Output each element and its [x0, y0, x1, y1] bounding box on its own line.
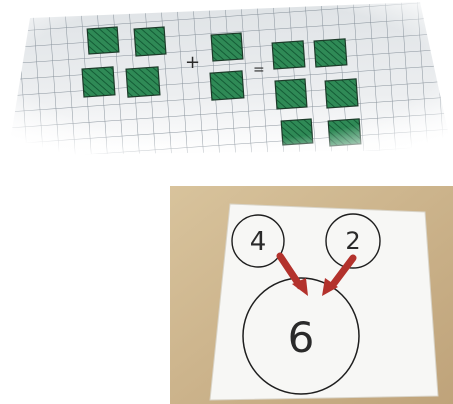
- whole-number: 6: [288, 313, 315, 362]
- bond-card: [210, 204, 438, 400]
- grid-paper-photo: + =: [0, 0, 453, 155]
- number-bond-photo: 4 2 6: [170, 186, 453, 404]
- part-left-number: 4: [250, 227, 267, 257]
- part-right-number: 2: [345, 227, 360, 255]
